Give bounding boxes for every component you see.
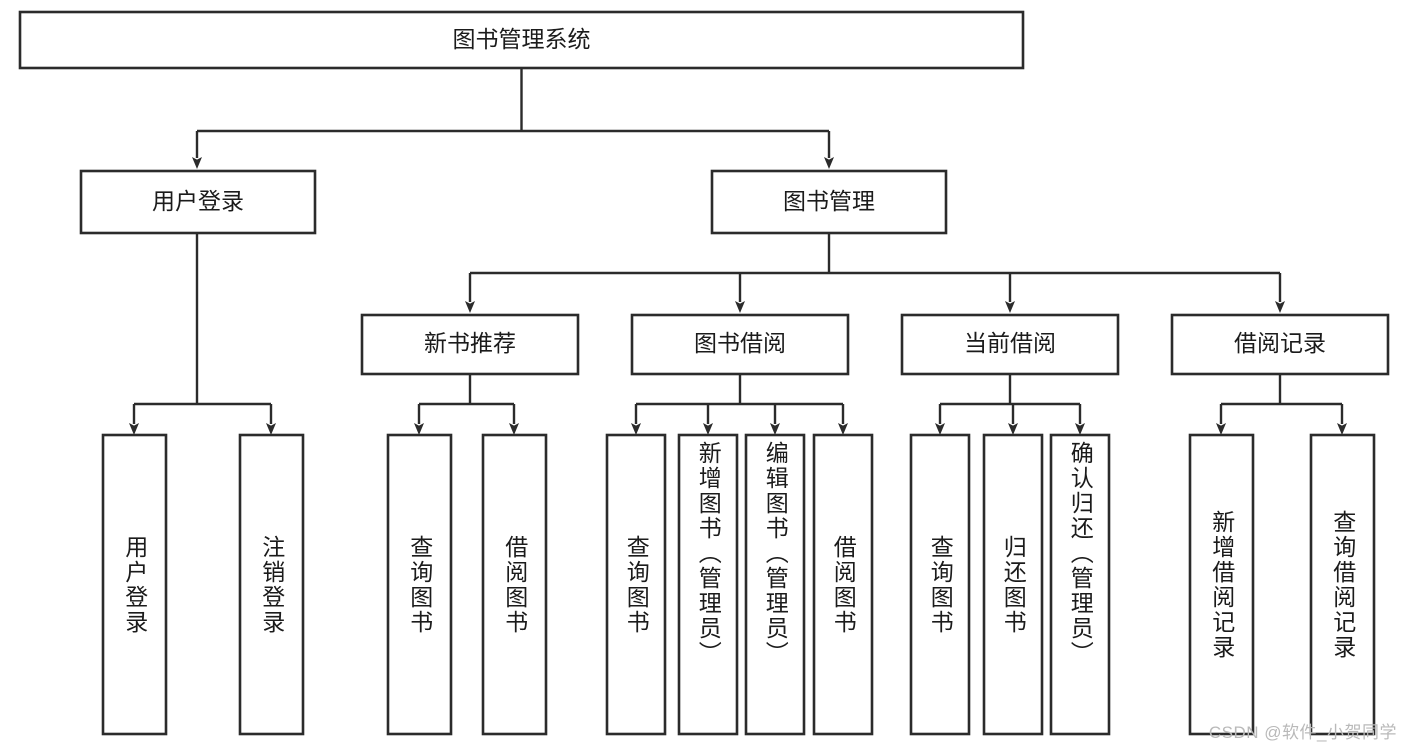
node-book-borrow-box[interactable] — [630, 313, 850, 376]
leaf-add-book-admin-box[interactable] — [677, 433, 739, 736]
node-book-borrow-label: 图书借阅 — [694, 330, 786, 356]
node-user-login-box[interactable] — [79, 169, 317, 235]
node-book-manage[interactable]: 图书管理 — [710, 169, 948, 235]
csdn-watermark: CSDN @软件_小贺同学 — [1208, 723, 1397, 742]
node-user-login-label: 用户登录 — [152, 188, 244, 214]
node-borrow-record-label: 借阅记录 — [1234, 330, 1326, 356]
node-current-borrow[interactable]: 当前借阅 — [900, 313, 1120, 376]
leaf-borrow-book-recommend-box[interactable] — [481, 433, 548, 736]
leaf-borrow-book-box[interactable] — [812, 433, 874, 736]
node-new-book-recommend-label: 新书推荐 — [424, 330, 516, 356]
node-root-box[interactable] — [18, 10, 1025, 70]
leaf-edit-book-admin-box[interactable] — [744, 433, 806, 736]
leaf-user-login-box[interactable] — [101, 433, 168, 736]
node-book-manage-box[interactable] — [710, 169, 948, 235]
node-root-label: 图书管理系统 — [453, 26, 591, 52]
leaf-query-book-current-box[interactable] — [909, 433, 971, 736]
node-borrow-record-box[interactable] — [1170, 313, 1390, 376]
leaf-boxes-layer — [101, 433, 1376, 736]
node-book-manage-label: 图书管理 — [783, 188, 875, 214]
leaf-confirm-return-admin-box[interactable] — [1049, 433, 1111, 736]
leaf-logout-box[interactable] — [238, 433, 305, 736]
node-new-book-recommend-box[interactable] — [360, 313, 580, 376]
leaf-add-borrow-record-box[interactable] — [1188, 433, 1255, 736]
node-borrow-record[interactable]: 借阅记录 — [1170, 313, 1390, 376]
node-root[interactable]: 图书管理系统 — [18, 10, 1025, 70]
node-current-borrow-box[interactable] — [900, 313, 1120, 376]
leaf-return-book-box[interactable] — [982, 433, 1044, 736]
leaf-query-borrow-record-box[interactable] — [1309, 433, 1376, 736]
leaf-query-book-recommend-box[interactable] — [386, 433, 453, 736]
node-user-login[interactable]: 用户登录 — [79, 169, 317, 235]
node-new-book-recommend[interactable]: 新书推荐 — [360, 313, 580, 376]
node-book-borrow[interactable]: 图书借阅 — [630, 313, 850, 376]
node-current-borrow-label: 当前借阅 — [964, 330, 1056, 356]
leaf-query-book-borrow-box[interactable] — [605, 433, 667, 736]
connector-layer — [129, 68, 1347, 435]
